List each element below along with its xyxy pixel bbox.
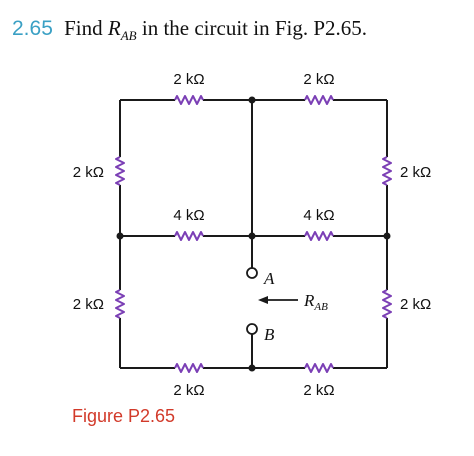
resistor-bottom-left [174, 363, 204, 373]
rab-symbol: R [303, 291, 315, 310]
resistor-left-lower [115, 289, 125, 319]
rab-arrow [258, 296, 298, 304]
label-right-lower: 2 kΩ [400, 296, 431, 313]
junction-dot [248, 96, 256, 104]
problem-statement: 2.65 Find RAB in the circuit in Fig. P2.… [12, 16, 367, 44]
resistor-middle-left [174, 231, 204, 241]
problem-variable: R [107, 16, 121, 40]
junction-dot [116, 232, 124, 240]
problem-text-before: Find [64, 16, 103, 40]
label-right-upper: 2 kΩ [400, 164, 431, 181]
resistor-right-upper [382, 156, 392, 186]
figure-caption: Figure P2.65 [72, 406, 176, 426]
junction-dot [248, 364, 256, 372]
terminal-a-node [246, 267, 258, 279]
resistor-top-right [304, 95, 334, 105]
label-left-upper: 2 kΩ [73, 164, 104, 181]
rab-subscript: AB [313, 301, 328, 313]
resistor-middle-right [304, 231, 334, 241]
resistor-right-lower [382, 289, 392, 319]
junction-dot [248, 232, 256, 240]
terminal-a-label: A [263, 269, 275, 288]
problem-number: 2.65 [12, 17, 53, 40]
label-bottom-right: 2 kΩ [303, 382, 334, 399]
rab-label: RAB [303, 291, 328, 313]
label-left-lower: 2 kΩ [73, 296, 104, 313]
resistor-top-left [174, 95, 204, 105]
problem-subscript: AB [120, 28, 137, 44]
terminal-b-label: B [264, 325, 275, 344]
label-top-left: 2 kΩ [173, 71, 204, 88]
resistor-bottom-right [304, 363, 334, 373]
label-top-right: 2 kΩ [303, 71, 334, 88]
label-middle-right: 4 kΩ [303, 207, 334, 224]
resistor-left-upper [115, 156, 125, 186]
label-bottom-left: 2 kΩ [173, 382, 204, 399]
junction-dots [116, 96, 391, 372]
terminal-b-node [246, 323, 258, 335]
problem-text-after: in the circuit in Fig. P2.65. [141, 16, 368, 40]
junction-dot [383, 232, 391, 240]
label-middle-left: 4 kΩ [173, 207, 204, 224]
